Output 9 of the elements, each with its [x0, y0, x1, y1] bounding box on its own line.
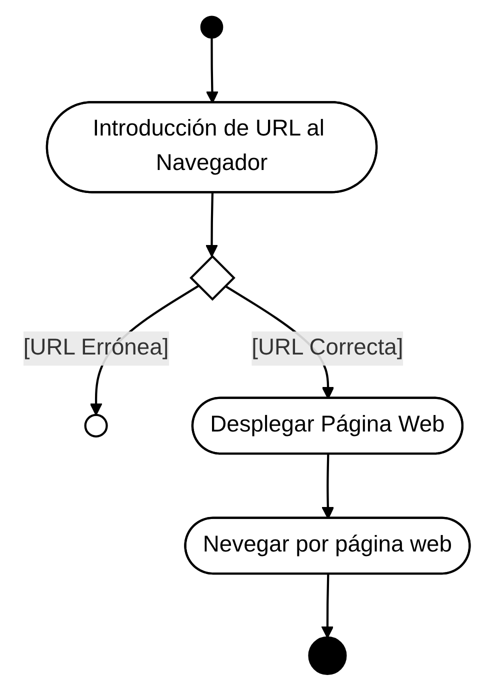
arrow	[206, 192, 218, 257]
node-diamond	[190, 254, 236, 301]
node-circle	[308, 636, 348, 675]
arrow	[206, 38, 219, 104]
node-circle	[84, 414, 108, 438]
node-circle	[200, 16, 224, 39]
edge-label: [URL Errónea]	[24, 336, 170, 360]
edge-label: [URL Correcta]	[252, 336, 404, 360]
arrow	[322, 574, 334, 638]
